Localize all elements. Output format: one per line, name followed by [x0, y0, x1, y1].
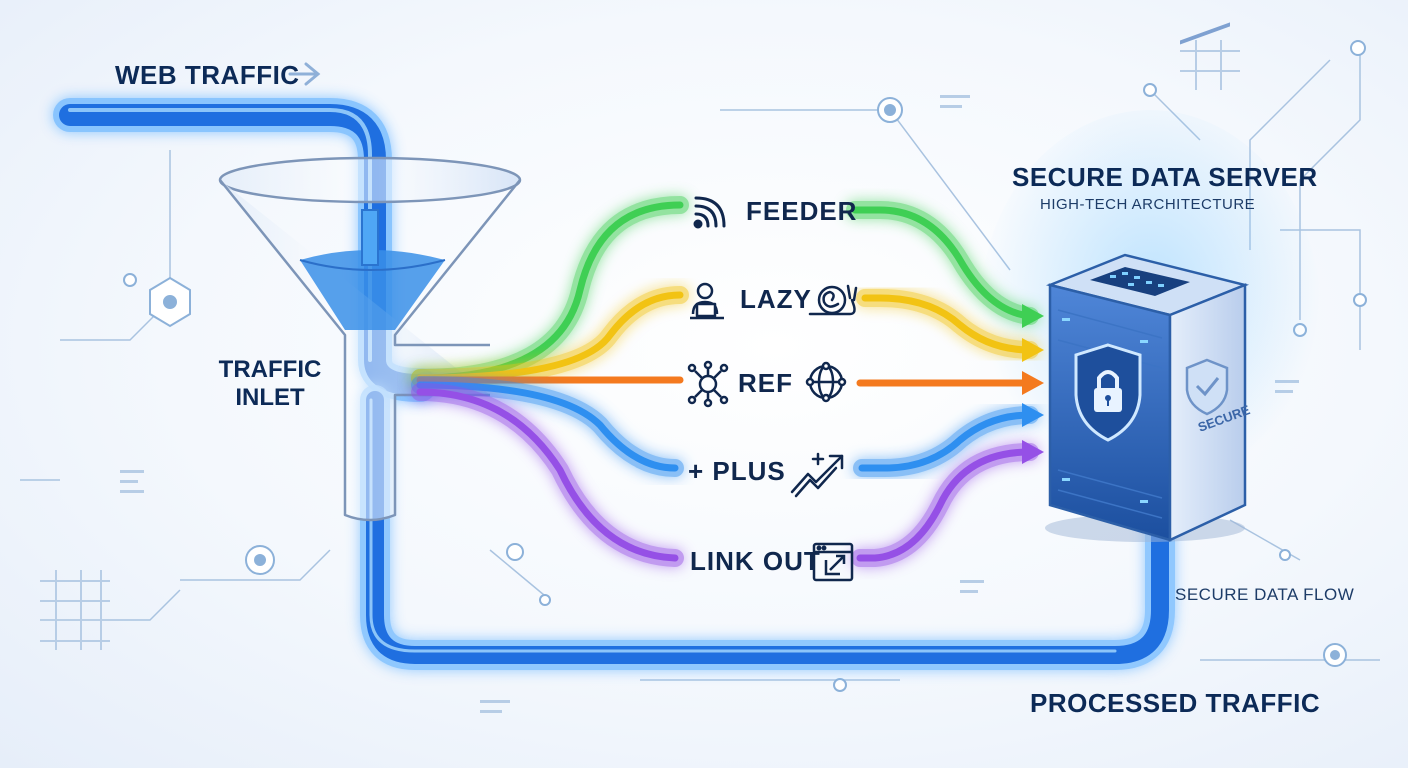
traffic-inlet-line2: INLET — [235, 384, 305, 411]
traffic-inlet-line1: TRAFFIC — [218, 356, 322, 383]
shield-lock-icon — [1074, 343, 1142, 442]
route-pipe-link-out — [411, 383, 1044, 567]
network-globe-icon — [805, 361, 847, 403]
external-link-icon — [812, 542, 854, 582]
circuit-decoration — [20, 50, 1380, 681]
snail-icon — [808, 284, 858, 316]
server-title: SECURE DATA SERVER — [1012, 162, 1318, 192]
route-label-lazy: LAZY — [740, 284, 812, 314]
web-traffic-arrow-icon — [288, 62, 321, 86]
secure-data-flow-label: SECURE DATA FLOW — [1175, 585, 1355, 604]
route-label-link-out: LINK OUT — [690, 546, 821, 576]
secure-data-server: SECURE — [1045, 22, 1252, 542]
server-side-shield-icon — [1185, 358, 1229, 416]
route-label-feeder: FEEDER — [746, 196, 858, 226]
trending-up-icon — [790, 452, 844, 498]
route-pipe-feeder — [411, 196, 1044, 387]
person-laptop-icon — [690, 282, 724, 320]
route-pipe-plus — [411, 376, 1044, 477]
traffic-funnel — [218, 156, 522, 522]
route-label-ref: REF — [738, 368, 793, 398]
network-people-icon — [687, 360, 729, 408]
server-subtitle: HIGH-TECH ARCHITECTURE — [1040, 196, 1256, 213]
web-traffic-label: WEB TRAFFIC — [115, 60, 300, 90]
processed-traffic-label: PROCESSED TRAFFIC — [1030, 688, 1321, 718]
wifi-signal-icon — [693, 196, 726, 229]
route-pipes — [411, 196, 1044, 567]
route-pipe-lazy — [411, 286, 1044, 387]
circuit-nodes — [123, 40, 1367, 692]
traffic-inlet-label: TRAFFIC INLET — [210, 356, 330, 412]
route-label-plus: + PLUS — [688, 456, 786, 486]
